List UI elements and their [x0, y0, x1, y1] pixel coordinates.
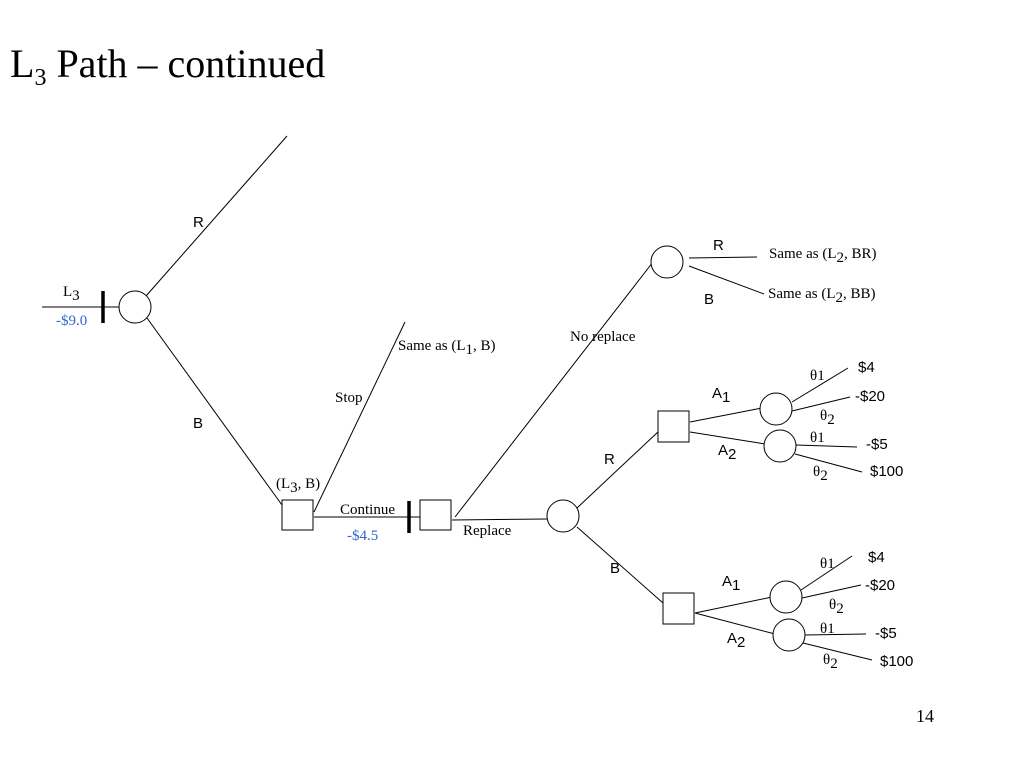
- nr-R-line: [688, 256, 758, 259]
- lower-A1-theta2-label: θ2: [829, 597, 844, 617]
- replace-line: [451, 518, 548, 521]
- upper-A2-theta1-line: [795, 444, 858, 448]
- upper-A2-payoff-2: $100: [870, 463, 903, 480]
- page-number: 14: [916, 706, 934, 726]
- replace-label: Replace: [463, 523, 512, 539]
- root-branch-B-label: B: [193, 415, 203, 432]
- nr-B-outcome: Same as (L2, BB): [768, 286, 876, 306]
- root-chance-node: [118, 290, 152, 324]
- upper-A1-payoff-2: -$20: [855, 388, 885, 405]
- stop-outcome: Same as (L1, B): [398, 338, 495, 358]
- rep-B-line: [576, 526, 664, 604]
- rep-B-label: B: [610, 560, 620, 577]
- rep-R-line: [576, 430, 660, 509]
- nr-R-label: R: [713, 237, 724, 254]
- no-replace-line: [454, 261, 654, 518]
- lower-A2-line: [694, 612, 776, 635]
- continue-label: Continue: [340, 502, 395, 518]
- root-branch-R-line: [145, 135, 288, 297]
- lower-A2-chance-node: [772, 618, 806, 652]
- decision-node-replace: [419, 499, 452, 531]
- decision-node-L3B: [281, 499, 314, 531]
- lower-A1-line: [694, 596, 773, 614]
- lower-A2-theta2-line: [802, 642, 873, 661]
- upper-decision-node: [657, 410, 690, 443]
- lower-A1-label: A1: [722, 573, 740, 594]
- no-replace-chance-node: [650, 245, 684, 279]
- upper-A1-theta1-label: θ1: [810, 368, 825, 384]
- root-branch-R-label: R: [193, 214, 204, 231]
- continue-cost: -$4.5: [347, 528, 378, 544]
- upper-A1-label: A1: [712, 385, 730, 406]
- replace-chance-node: [546, 499, 580, 533]
- lower-A1-payoff-2: -$20: [865, 577, 895, 594]
- root-cost: -$9.0: [56, 313, 87, 329]
- nr-B-label: B: [704, 291, 714, 308]
- upper-A1-payoff-1: $4: [858, 359, 875, 376]
- lower-A1-theta2-line: [801, 584, 862, 599]
- nr-B-line: [688, 265, 765, 295]
- lower-decision-node: [662, 592, 695, 625]
- root-branch-B-line: [146, 317, 283, 506]
- lower-A2-theta2-label: θ2: [823, 652, 838, 672]
- lower-A1-theta1-label: θ1: [820, 556, 835, 572]
- upper-A2-theta1-label: θ1: [810, 430, 825, 446]
- upper-A1-theta1-line: [791, 367, 849, 403]
- upper-A2-line: [689, 431, 766, 445]
- upper-A1-chance-node: [759, 392, 793, 426]
- upper-A1-theta2-label: θ2: [820, 408, 835, 428]
- lower-A1-chance-node: [769, 580, 803, 614]
- lower-A2-payoff-2: $100: [880, 653, 913, 670]
- lower-A1-payoff-1: $4: [868, 549, 885, 566]
- lower-A2-theta1-label: θ1: [820, 621, 835, 637]
- upper-A1-line: [689, 407, 763, 423]
- lower-A1-theta1-line: [800, 555, 853, 591]
- upper-A2-label: A2: [718, 442, 736, 463]
- lower-A2-theta1-line: [804, 633, 867, 636]
- title-main: L: [10, 41, 35, 86]
- upper-A2-payoff-1: -$5: [866, 436, 888, 453]
- upper-A2-chance-node: [763, 429, 797, 463]
- title-subscript: 3: [34, 65, 47, 91]
- root-label: L3: [63, 284, 80, 304]
- stop-label: Stop: [335, 390, 363, 406]
- decision-L3B-label: (L3, B): [276, 476, 320, 496]
- no-replace-label: No replace: [570, 329, 636, 345]
- rep-R-label: R: [604, 451, 615, 468]
- slide-title: L3 Path – continued: [10, 40, 325, 92]
- upper-A1-theta2-line: [791, 396, 851, 412]
- lower-A2-payoff-1: -$5: [875, 625, 897, 642]
- upper-A2-theta2-label: θ2: [813, 464, 828, 484]
- upper-A2-theta2-line: [794, 453, 863, 473]
- stop-branch-line: [313, 321, 406, 513]
- lower-A2-label: A2: [727, 630, 745, 651]
- nr-R-outcome: Same as (L2, BR): [769, 246, 877, 266]
- title-rest: Path – continued: [46, 41, 326, 86]
